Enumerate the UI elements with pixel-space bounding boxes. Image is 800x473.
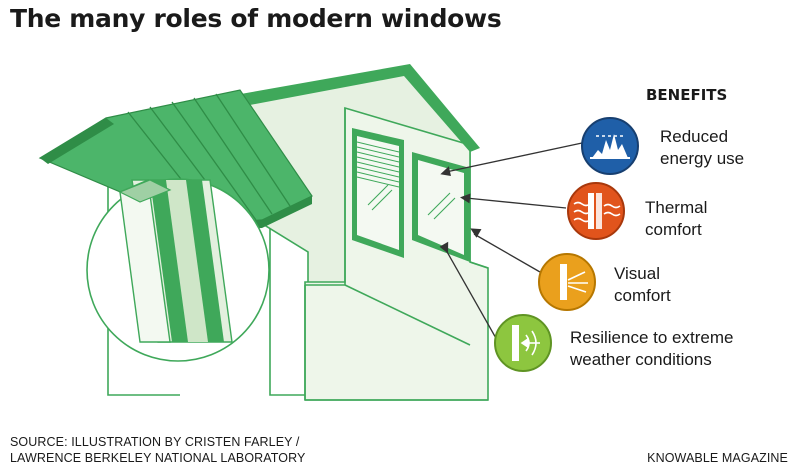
benefit-label-line: weather conditions: [570, 350, 712, 369]
benefit-label-visual-comfort: Visual comfort: [614, 263, 671, 307]
visual-comfort-icon: [538, 253, 596, 311]
publisher-credit: KNOWABLE MAGAZINE: [647, 451, 788, 465]
benefit-label-line: Resilience to extreme: [570, 328, 734, 347]
resilience-icon: [494, 314, 552, 372]
benefits-heading: BENEFITS: [646, 86, 728, 104]
benefit-label-thermal-comfort: Thermal comfort: [645, 197, 707, 241]
window-blinds: [352, 128, 404, 258]
benefit-arrows: [445, 142, 583, 341]
benefit-label-line: Reduced: [660, 127, 729, 146]
arrow-visual-comfort: [473, 233, 541, 273]
energy-use-icon: [581, 117, 639, 175]
roof-gable: [235, 64, 480, 152]
arrow-energy-use: [445, 142, 583, 173]
benefit-label-energy-use: Reduced energy use: [660, 126, 744, 170]
benefit-label-line: comfort: [645, 220, 702, 239]
benefit-label-line: energy use: [660, 149, 745, 168]
source-credit: SOURCE: ILLUSTRATION BY CRISTEN FARLEY /…: [10, 434, 305, 466]
roof: [38, 89, 313, 232]
arrow-resilience: [445, 249, 498, 341]
source-line: SOURCE: ILLUSTRATION BY CRISTEN FARLEY /: [10, 435, 300, 449]
source-line: LAWRENCE BERKELEY NATIONAL LABORATORY: [10, 451, 306, 465]
benefit-label-line: Visual: [614, 264, 660, 283]
benefit-label-resilience: Resilience to extreme weather conditions: [570, 327, 733, 371]
window-glass: [412, 152, 470, 262]
benefit-label-line: comfort: [614, 286, 671, 305]
arrow-heads: [439, 166, 482, 254]
page-title: The many roles of modern windows: [10, 4, 502, 33]
arrow-thermal-comfort: [465, 197, 567, 209]
thermal-comfort-icon: [567, 182, 625, 240]
window-cross-section: [86, 178, 270, 362]
benefit-label-line: Thermal: [645, 198, 708, 217]
interior-lines: [304, 108, 489, 401]
